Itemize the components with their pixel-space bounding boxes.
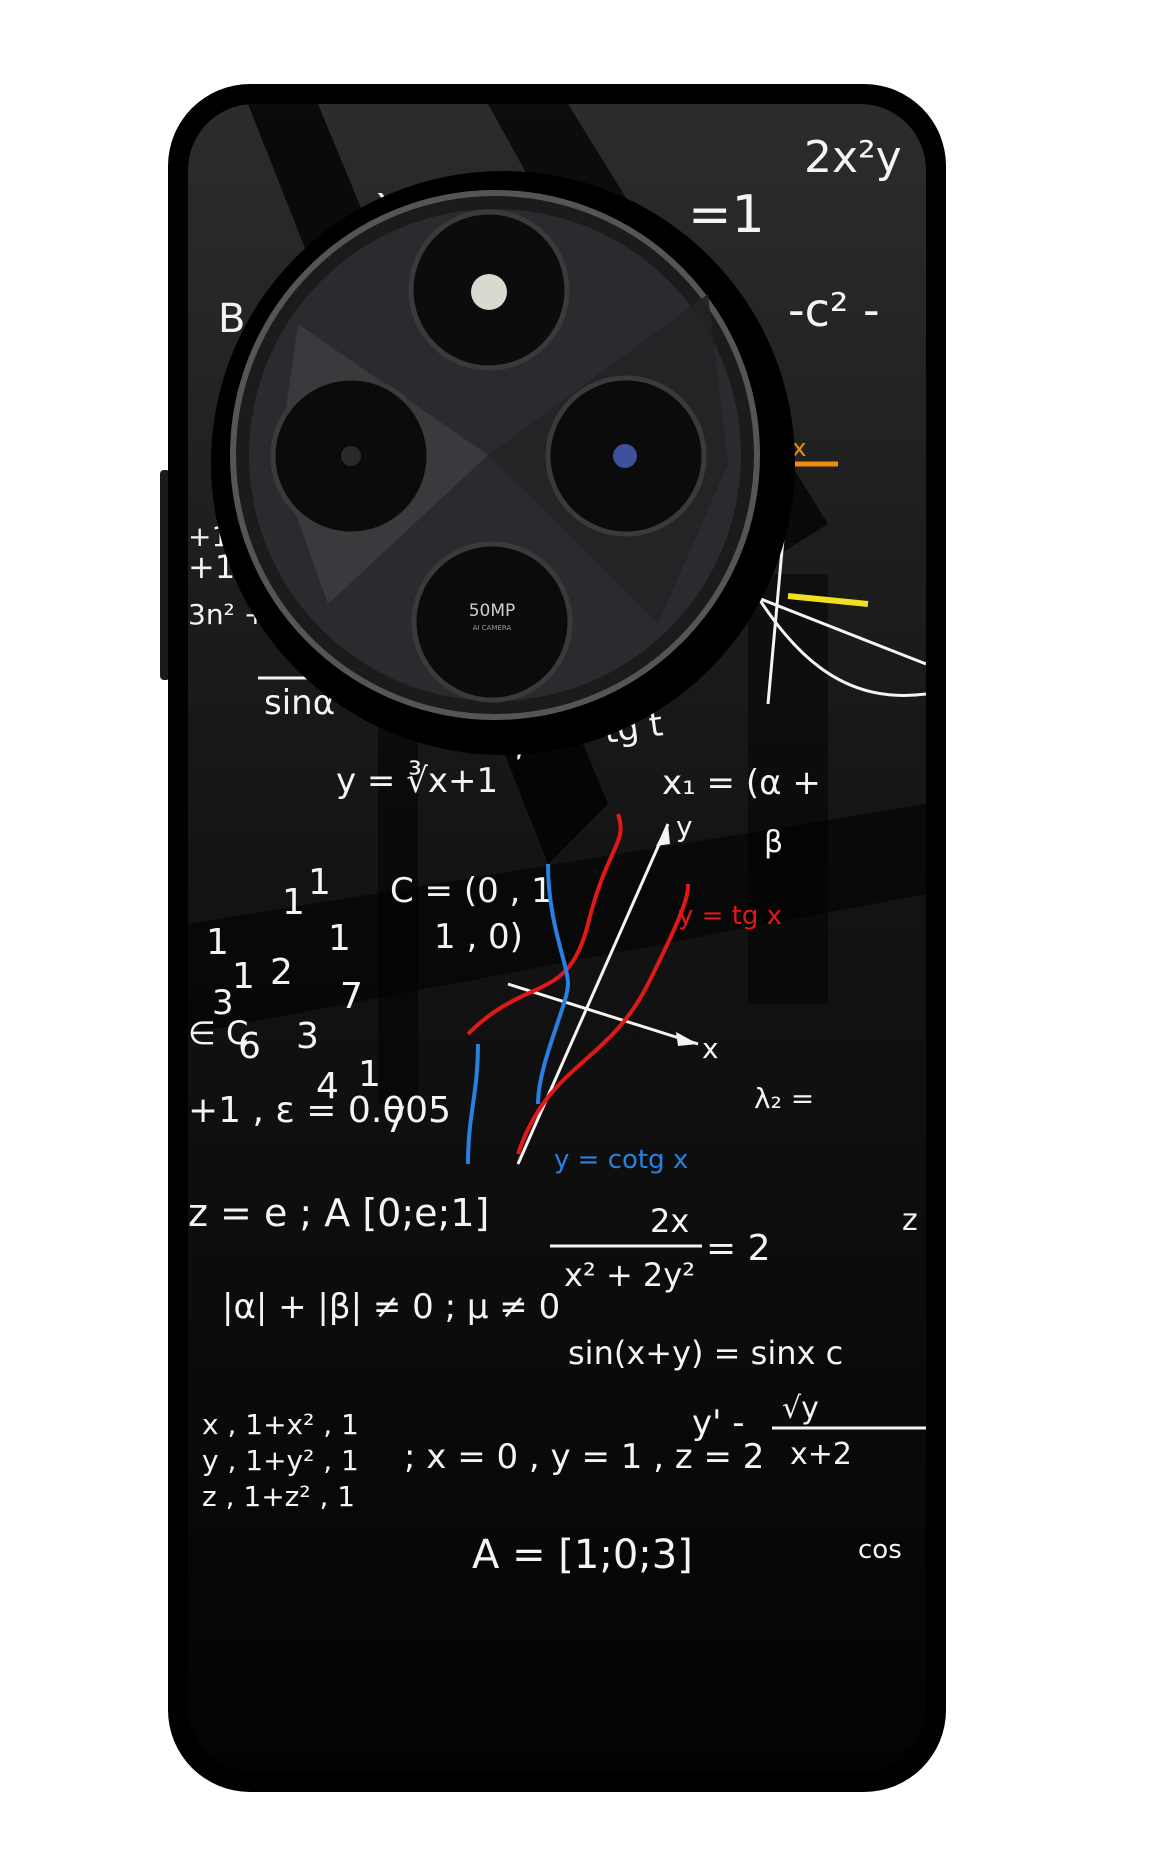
tg-curve xyxy=(466,813,623,1036)
digit: 2 xyxy=(270,952,293,993)
formula-text: y = ∛x+1 xyxy=(336,760,498,801)
formula-text: +1 , ε = 0.005 xyxy=(188,1090,451,1131)
formula-text: |α| + |β| ≠ 0 ; μ ≠ 0 xyxy=(222,1287,560,1327)
digit: 7 xyxy=(340,976,363,1017)
digit: 3 xyxy=(212,983,234,1023)
ctg-curve xyxy=(466,1043,480,1165)
formula-text: x₁ = (α + xyxy=(662,763,821,803)
digit: 1 xyxy=(206,922,229,963)
formula-text: x , 1+x² , 1 xyxy=(202,1408,359,1441)
formula-text: √y xyxy=(782,1391,819,1426)
y-axis-label: y xyxy=(676,810,693,843)
x-axis-label: x xyxy=(702,1032,719,1065)
ctg-curve xyxy=(536,863,571,1105)
formula-text: x+2 xyxy=(790,1437,852,1472)
formula-text: β xyxy=(764,825,783,860)
formula-text: -c² - xyxy=(788,283,880,337)
digit: 6 xyxy=(238,1026,261,1067)
digit: 7 xyxy=(384,1100,407,1141)
tg-label: y = tg x xyxy=(678,901,782,931)
formula-text: = 2 xyxy=(706,1228,771,1269)
camera-module: 50MP AI CAMERA xyxy=(211,171,795,755)
digit: 3 xyxy=(296,1016,319,1057)
digit: 4 xyxy=(316,1066,339,1107)
shadow-band xyxy=(188,804,926,1034)
camera-badge-sub: AI CAMERA xyxy=(473,624,512,632)
formula-text: =1 xyxy=(688,185,765,245)
formula-text: z , 1+z² , 1 xyxy=(202,1480,355,1513)
camera-lens-main xyxy=(411,541,573,703)
function-graph: y x y = tg x y = cotg x xyxy=(466,810,782,1175)
sketch-line xyxy=(747,592,926,666)
camera-badge: 50MP xyxy=(469,601,516,621)
lens-glass-icon xyxy=(341,446,361,466)
formula-text: 2x²y xyxy=(804,132,902,183)
x-axis-arrow-icon xyxy=(676,1032,698,1046)
chalk-formulas: 2x²y =1 x B = ( -c² - +1 + r +1 + r 3n² … xyxy=(188,132,926,1578)
y-axis-arrow-icon xyxy=(656,824,670,846)
formula-text: cos xyxy=(858,1535,902,1565)
formula-text: x² + 2y² xyxy=(564,1256,695,1294)
digit: 1 xyxy=(308,862,331,903)
math-blackboard-print: 2x²y =1 x B = ( -c² - +1 + r +1 + r 3n² … xyxy=(188,104,926,1772)
ctg-label: y = cotg x xyxy=(554,1145,688,1175)
phone-case: 2x²y =1 x B = ( -c² - +1 + r +1 + r 3n² … xyxy=(168,84,946,1792)
formula-text: z = e ; A [0;e;1] xyxy=(188,1191,489,1235)
formula-text: A = [1;0;3] xyxy=(472,1532,693,1578)
graph-x-axis xyxy=(507,982,699,1046)
digit: 1 xyxy=(232,956,255,997)
formula-text: C = (0 , 1 xyxy=(390,871,553,911)
shadow-band xyxy=(748,574,828,1004)
tg-curve xyxy=(516,883,690,1155)
flash-icon xyxy=(471,274,507,310)
formula-text: ∈ C xyxy=(188,1014,248,1052)
case-back-print: 2x²y =1 x B = ( -c² - +1 + r +1 + r 3n² … xyxy=(188,104,926,1772)
formula-text: y' - xyxy=(692,1403,745,1443)
formula-text: z xyxy=(902,1203,918,1238)
formula-text: ; x = 0 , y = 1 , z = 2 xyxy=(404,1437,764,1477)
scattered-digits: 1 1 1 1 2 1 3 6 3 7 4 1 7 xyxy=(206,862,407,1141)
digit: 1 xyxy=(358,1054,381,1095)
formula-text: y , 1+y² , 1 xyxy=(202,1444,359,1477)
digit: 1 xyxy=(282,882,305,923)
lens-glass-icon xyxy=(613,444,637,468)
formula-text: 2x xyxy=(650,1202,689,1240)
formula-text: λ₂ = xyxy=(754,1082,814,1115)
side-button xyxy=(160,470,170,680)
formula-text: sin(x+y) = sinx c xyxy=(568,1334,843,1372)
yellow-highlight xyxy=(787,593,869,607)
digit: 1 xyxy=(328,918,351,959)
formula-text: 1 , 0) xyxy=(434,917,523,957)
